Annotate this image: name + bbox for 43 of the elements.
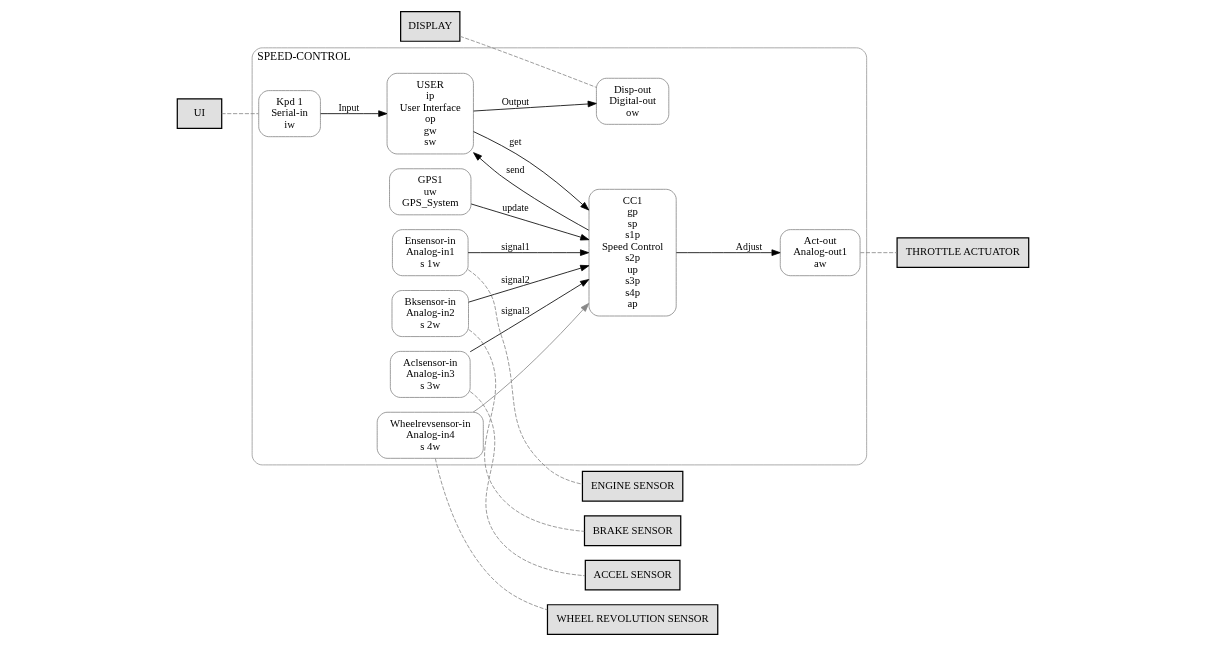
node-box: ENGINE SENSOR xyxy=(581,470,683,502)
edge-label: send xyxy=(505,164,524,176)
connector xyxy=(859,252,897,254)
connector xyxy=(467,329,585,532)
node-box: Kpd 1 Serial-in iw xyxy=(257,90,321,138)
edge-label: signal3 xyxy=(500,305,530,317)
node-box: THROTTLE ACTUATOR xyxy=(895,237,1029,269)
node-box: WHEEL REVOLUTION SENSOR xyxy=(546,604,718,635)
edge-label: Output xyxy=(501,96,529,108)
arrow xyxy=(472,100,597,112)
connector xyxy=(469,391,585,577)
arrow xyxy=(472,152,589,231)
node-box: Bksensor-in Analog-in2 s 2w xyxy=(391,290,469,337)
edge-label: get xyxy=(508,135,521,147)
node-box: DISPLAY xyxy=(399,11,460,42)
arrow xyxy=(467,264,589,303)
edge-label: signal2 xyxy=(500,273,530,285)
node-box: USER ip User Interface op gw sw xyxy=(386,72,474,155)
node-box: ACCEL SENSOR xyxy=(584,559,681,591)
edge-label: Adjust xyxy=(735,240,762,252)
arrow xyxy=(319,110,387,117)
connector xyxy=(434,458,548,611)
node-box: BRAKE SENSOR xyxy=(583,515,681,547)
edge-label: Input xyxy=(337,101,359,113)
arrow xyxy=(470,203,589,241)
node-box: UI xyxy=(176,98,222,130)
arrow xyxy=(472,302,589,413)
arrow xyxy=(675,249,781,256)
connector xyxy=(467,269,583,485)
node-box: CC1 gp sp s1p Speed Control s2p up s3p s4p ap xyxy=(588,188,677,317)
node-box: Disp-out Digital-out ow xyxy=(595,77,669,125)
edge-label: signal1 xyxy=(500,240,530,252)
node-box: Ensensor-in Analog-in1 s 1w xyxy=(391,229,468,277)
node-box: GPS1 uw GPS_System xyxy=(388,168,471,216)
edge-label: update xyxy=(501,202,529,214)
connector xyxy=(458,35,597,88)
node-box: Aclsensor-in Analog-in3 s 3w xyxy=(389,350,471,398)
arrow xyxy=(469,279,589,353)
arrow xyxy=(472,131,589,211)
node-box: Wheelrevsensor-in Analog-in4 s 4w xyxy=(376,411,484,459)
node-box: Act-out Analog-out1 aw xyxy=(779,229,860,277)
arrow xyxy=(467,249,589,256)
connector xyxy=(220,113,259,115)
